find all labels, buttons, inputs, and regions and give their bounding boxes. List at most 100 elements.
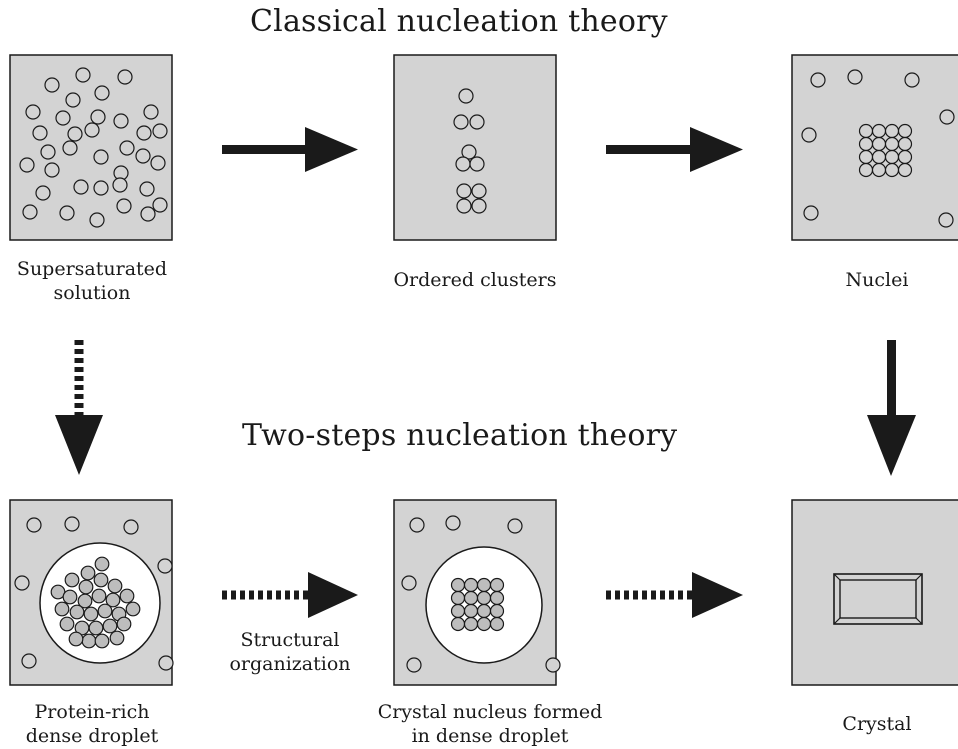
nucleus-molecule [463, 603, 479, 619]
molecule [904, 72, 920, 88]
nucleus-molecule [463, 577, 479, 593]
molecule [469, 114, 485, 130]
panel-crystal [791, 499, 958, 686]
nucleus-molecule [489, 590, 505, 606]
panel-ordered-clusters [393, 54, 557, 241]
nucleus-molecule [463, 590, 479, 606]
nucleus-molecule [858, 123, 874, 139]
molecule [409, 517, 425, 533]
crystal-nucleus-molecules [401, 515, 561, 673]
nucleus-molecule [897, 149, 913, 165]
molecule [90, 109, 106, 125]
panel-dense-droplet [9, 499, 174, 686]
molecule [152, 197, 168, 213]
nucleus-molecule [871, 162, 887, 178]
molecule [847, 69, 863, 85]
nucleus-molecule [897, 123, 913, 139]
caption-supersaturated-solution: Supersaturated solution [0, 257, 184, 305]
molecule [453, 114, 469, 130]
molecule [456, 183, 472, 199]
nuclei-molecules [801, 69, 955, 228]
arrow-two-step-1-dashed [222, 572, 358, 618]
dense-molecule [94, 556, 110, 572]
nucleus-molecule [884, 149, 900, 165]
molecule [21, 653, 37, 669]
dense-molecule [59, 616, 75, 632]
molecule [44, 77, 60, 93]
caption-line: organization [229, 653, 351, 675]
nucleus-molecule [871, 136, 887, 152]
nucleus-molecule [489, 577, 505, 593]
molecule [471, 183, 487, 199]
nucleus-molecule [871, 123, 887, 139]
dense-molecule [80, 565, 96, 581]
nucleus-molecule [858, 162, 874, 178]
nucleus-molecule [476, 616, 492, 632]
molecule [40, 144, 56, 160]
molecule [471, 198, 487, 214]
nucleus-molecule [450, 577, 466, 593]
nucleus-molecule [489, 616, 505, 632]
arrow-down-right [867, 340, 916, 476]
dense-molecule [109, 630, 125, 646]
molecule [143, 104, 159, 120]
caption-line: Protein-rich [34, 701, 150, 723]
molecule [139, 181, 155, 197]
caption-crystal-nucleus: Crystal nucleus formed in dense droplet [370, 700, 610, 748]
caption-line: Crystal [842, 713, 912, 735]
caption-line: Ordered clusters [393, 269, 557, 291]
molecule [461, 144, 477, 160]
dense-molecule [81, 633, 97, 649]
arrow-classical-2 [606, 127, 743, 172]
dense-molecule [125, 601, 141, 617]
molecule [406, 657, 422, 673]
caption-crystal: Crystal [802, 712, 952, 736]
nucleus-molecule [858, 136, 874, 152]
molecule [73, 179, 89, 195]
molecule [22, 204, 38, 220]
dense-molecule [68, 631, 84, 647]
free-molecules [19, 67, 168, 228]
molecule [44, 162, 60, 178]
dense-molecule [88, 620, 104, 636]
arrow-down-left-dashed [55, 340, 103, 475]
molecule [801, 127, 817, 143]
crystal-shape [833, 573, 923, 625]
caption-line: solution [53, 282, 131, 304]
dense-molecule [97, 603, 113, 619]
nucleus-molecule [476, 577, 492, 593]
caption-nuclei: Nuclei [802, 268, 952, 292]
heading-two-step-nucleation: Two-steps nucleation theory [242, 418, 678, 453]
molecule [26, 517, 42, 533]
droplet-molecules [14, 516, 174, 671]
nucleus-molecule [476, 590, 492, 606]
molecule [84, 122, 100, 138]
caption-line: dense droplet [25, 725, 159, 747]
molecule [401, 575, 417, 591]
nucleus-molecule [884, 123, 900, 139]
dense-molecule [116, 616, 132, 632]
nucleus-molecule [884, 162, 900, 178]
molecule [445, 515, 461, 531]
nucleus-molecule [476, 603, 492, 619]
molecule [64, 516, 80, 532]
molecule [119, 140, 135, 156]
dense-molecule [105, 592, 121, 608]
heading-classical-nucleation: Classical nucleation theory [250, 4, 668, 39]
dense-molecule [78, 579, 94, 595]
nucleus-molecule [450, 616, 466, 632]
caption-line: Supersaturated [16, 258, 168, 280]
molecule [67, 126, 83, 142]
molecule [545, 657, 561, 673]
nucleus-molecule [463, 616, 479, 632]
cluster-molecules [453, 88, 487, 214]
dense-molecule [102, 618, 118, 634]
molecule [19, 157, 35, 173]
panel-nuclei [791, 54, 958, 241]
molecule [25, 104, 41, 120]
nucleus-molecule [489, 603, 505, 619]
dense-molecule [62, 589, 78, 605]
nucleus-molecule [884, 136, 900, 152]
dense-molecule [54, 601, 70, 617]
molecule [150, 155, 166, 171]
